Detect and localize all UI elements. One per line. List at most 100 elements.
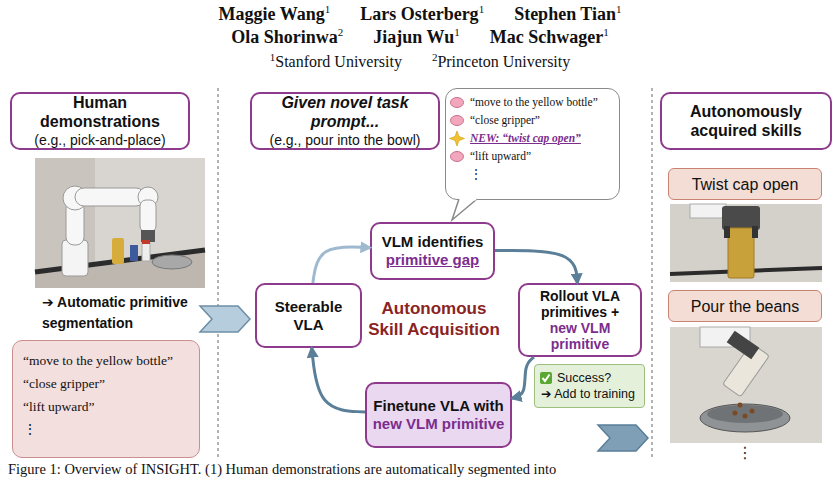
success-box: Success?➔ Add to training	[534, 364, 645, 408]
pour-photo	[670, 327, 822, 443]
bowl	[152, 255, 192, 269]
twist-photo	[670, 204, 822, 282]
cycle-title: Autonomous Skill Acquisition	[368, 298, 500, 340]
author-name: Mac Schwager	[490, 27, 603, 47]
annotation: ➔ Automatic primitive segmentation	[42, 292, 200, 334]
author-name: Stephen Tian	[514, 4, 616, 24]
bean	[733, 411, 738, 416]
photo-background	[35, 158, 205, 288]
author-name: Ola Shorinwa	[231, 27, 338, 47]
bowl-inside	[707, 405, 783, 423]
process-box: VLM identifiesprimitive gap	[370, 222, 495, 280]
photo-background	[670, 327, 822, 443]
robot-link	[140, 200, 156, 232]
author-row: Ola Shorinwa2Jiajun Wu1Mac Schwager1	[0, 26, 840, 48]
ellipsis: ⋮	[725, 445, 765, 461]
node-text: “move to the yellow bottle”	[470, 93, 598, 111]
affiliation-mark: 1	[454, 26, 460, 38]
node-text: Finetune VLA with	[373, 397, 503, 415]
node-text: new VLM primitive	[373, 415, 505, 433]
sparkle-icon	[450, 131, 465, 146]
process-box: Steerable VLA	[255, 283, 362, 348]
node-text: NEW: “twist cap open”	[470, 129, 581, 147]
brain-icon	[451, 98, 464, 108]
affiliation: Princeton University	[437, 53, 570, 70]
photo-background	[670, 204, 822, 282]
cycle-arrow	[495, 250, 577, 283]
skill-box: Pour the beans	[668, 290, 822, 322]
node-text: (e.g., pour into the bowl)	[270, 131, 421, 149]
node-text: VLM identifies	[382, 233, 484, 251]
affiliation-mark: 1	[325, 3, 331, 15]
speech-bubble: “move to the yellow bottle”“close grippe…	[445, 88, 620, 200]
header-box: Given novel task prompt...(e.g., pour in…	[250, 92, 440, 150]
node-text: “move to the yellow bottle”	[23, 349, 173, 372]
skill-box: Twist cap open	[668, 168, 822, 200]
figure-caption: Figure 1: Overview of INSIGHT. (1) Human…	[8, 461, 556, 478]
process-box: Finetune VLA withnew VLM primitive	[365, 382, 512, 448]
panel-separator	[217, 88, 219, 458]
edge-group	[312, 247, 578, 412]
bean	[750, 409, 755, 414]
node-text: Human demonstrations	[16, 93, 184, 131]
yellow-bottle	[112, 238, 124, 264]
node-text: “lift upward”	[470, 147, 531, 165]
bean	[738, 403, 743, 408]
node-text: “close gripper”	[23, 372, 105, 395]
header-box: Human demonstrations(e.g., pick-and-plac…	[10, 92, 190, 150]
node-text: Success?	[557, 370, 611, 386]
cycle-arrow	[512, 357, 534, 398]
author-name: Lars Osterberg	[360, 4, 478, 24]
node-text: Rollout VLA primitives +	[523, 288, 637, 320]
author-name: Jiajun Wu	[373, 27, 454, 47]
bowl	[700, 404, 790, 432]
node-text: Autonomously acquired skills	[666, 102, 826, 140]
author-name: Maggie Wang	[218, 4, 324, 24]
robot-photo	[35, 158, 205, 288]
gripper-finger	[752, 226, 758, 238]
affiliation-mark: 2	[432, 51, 438, 63]
cycle-arrow	[313, 247, 370, 283]
brain-icon	[451, 98, 464, 162]
brain-icon	[451, 152, 464, 162]
chevron-arrow	[598, 425, 648, 451]
cycle-arrow	[312, 348, 365, 412]
header-box: Autonomously acquired skills	[660, 92, 832, 150]
robot-gripper	[727, 331, 760, 360]
robot-link	[690, 204, 726, 218]
node-text: Steerable VLA	[260, 298, 357, 334]
gold-bottle	[728, 228, 754, 278]
node-text: ⋮	[470, 165, 482, 183]
affiliation-mark: 1	[479, 3, 485, 15]
node-text: ➔ Add to training	[541, 386, 635, 402]
gripper-finger	[724, 226, 730, 238]
check-icon	[540, 372, 552, 384]
node-text: Pour the beans	[691, 297, 800, 316]
affiliation-mark: 1	[603, 26, 609, 38]
bottle-cap	[142, 240, 150, 244]
node-text: ⋮	[23, 418, 37, 441]
robot-link	[75, 188, 145, 206]
bubble-tail	[452, 199, 477, 220]
node-text: primitive gap	[386, 251, 479, 269]
author-row: Maggie Wang1Lars Osterberg1Stephen Tian1	[0, 3, 840, 25]
primitive-list: “move to the yellow bottle”“close grippe…	[12, 340, 200, 458]
node-text: (e.g., pick-and-place)	[34, 131, 166, 149]
affiliation-mark: 2	[338, 26, 344, 38]
check-mark	[543, 375, 550, 382]
bean	[743, 414, 748, 419]
bubble-tail-join	[460, 198, 477, 201]
node-text: Twist cap open	[692, 175, 799, 194]
affiliation-mark: 1	[270, 51, 276, 63]
brain-icon	[451, 116, 464, 126]
process-box: Rollout VLA primitives +new VLM primitiv…	[518, 283, 642, 357]
node-text: “close gripper”	[470, 111, 540, 129]
white-bottle	[142, 243, 150, 261]
affiliation-mark: 1	[616, 3, 622, 15]
node-text: “lift upward”	[23, 395, 95, 418]
blue-bottle	[130, 245, 138, 261]
panel-separator	[651, 88, 653, 458]
